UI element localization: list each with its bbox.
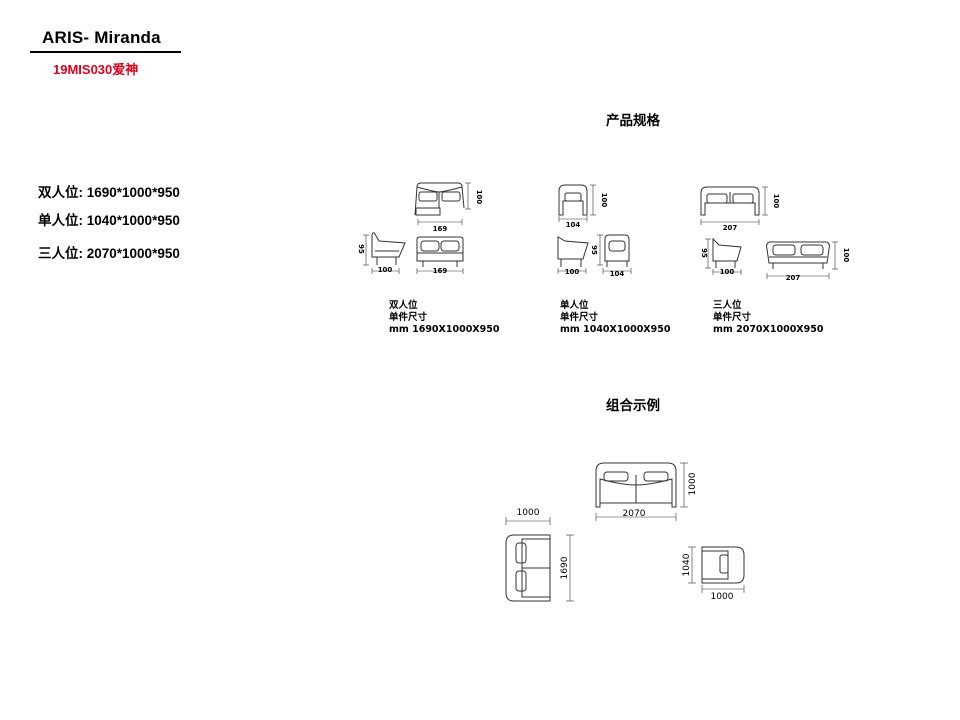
dim-side-depth: 100 <box>720 268 735 276</box>
one-seat-plan <box>701 546 745 584</box>
spec-line-three-seat: 三人位: 2070*1000*950 <box>38 246 180 261</box>
combo-dim-one-width: 1040 <box>682 553 692 576</box>
dim-side-depth: 100 <box>378 266 393 274</box>
caption-size: mm 1040X1000X950 <box>560 324 671 335</box>
three-seat-drawings: 207 100 95 100 207 100 <box>700 186 850 282</box>
caption-unit: 单件尺寸 <box>389 312 428 323</box>
combo-dim-two-depth: 1000 <box>517 508 540 518</box>
combination-layout: 2070 1000 1000 1690 1040 1000 <box>505 462 745 602</box>
dim-front-width: 207 <box>786 274 801 282</box>
caption-name: 双人位 <box>389 300 418 311</box>
caption-three-seat: 三人位 单件尺寸 mm 2070X1000X950 <box>713 300 823 336</box>
dim-top-depth: 100 <box>772 194 780 209</box>
caption-one-seat: 单人位 单件尺寸 mm 1040X1000X950 <box>560 300 670 336</box>
caption-unit: 单件尺寸 <box>560 312 599 323</box>
dim-front-width: 104 <box>610 270 625 278</box>
caption-name: 单人位 <box>560 300 589 311</box>
dim-top-depth: 100 <box>475 190 483 205</box>
caption-name: 三人位 <box>713 300 742 311</box>
combo-dim-three-width: 2070 <box>623 509 646 519</box>
caption-size: mm 2070X1000X950 <box>713 324 824 335</box>
section-heading-combination: 组合示例 <box>606 398 660 413</box>
combo-dim-two-width: 1690 <box>560 556 570 579</box>
dim-front-width: 169 <box>433 267 448 275</box>
combo-dim-one-depth: 1000 <box>711 592 734 602</box>
dim-top-width: 169 <box>433 225 448 233</box>
combo-dim-three-depth: 1000 <box>688 472 698 495</box>
product-code: 19MIS030爱神 <box>53 62 139 77</box>
one-seat-drawings: 104 100 100 95 104 <box>557 184 632 278</box>
dim-side-height: 95 <box>590 245 598 255</box>
dim-side-depth: 100 <box>565 268 580 276</box>
two-seat-plan <box>505 534 551 602</box>
spec-line-two-seat: 双人位: 1690*1000*950 <box>38 185 180 200</box>
dim-top-depth: 100 <box>600 193 608 208</box>
dim-side-height: 95 <box>357 244 365 254</box>
caption-unit: 单件尺寸 <box>713 312 752 323</box>
section-heading-spec: 产品规格 <box>606 113 660 128</box>
spec-line-one-seat: 单人位: 1040*1000*950 <box>38 213 180 228</box>
three-seat-plan <box>595 462 677 508</box>
dim-top-width: 104 <box>566 221 581 229</box>
dim-side-height: 95 <box>700 248 708 258</box>
dim-top-width: 207 <box>723 224 738 232</box>
title-divider <box>30 51 181 53</box>
two-seat-drawings: 169 100 95 100 169 <box>357 182 483 275</box>
page-title: ARIS- Miranda <box>42 28 161 47</box>
caption-size: mm 1690X1000X950 <box>389 324 500 335</box>
caption-two-seat: 双人位 单件尺寸 mm 1690X1000X950 <box>389 300 499 336</box>
dim-front-height: 100 <box>842 248 850 263</box>
